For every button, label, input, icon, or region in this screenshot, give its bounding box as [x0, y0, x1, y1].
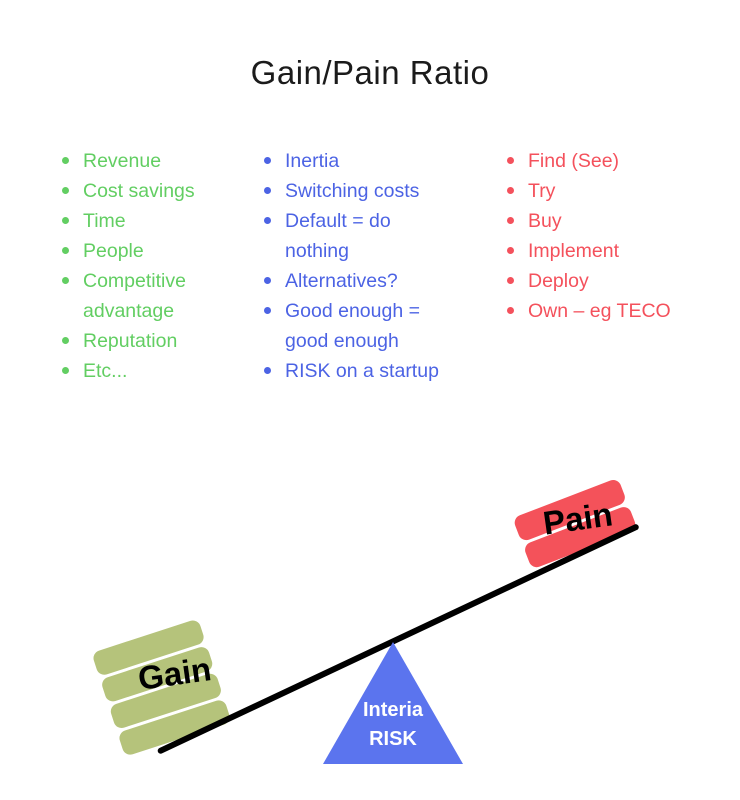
list-item: Inertia [262, 146, 457, 176]
fulcrum-label-line1: Interia [362, 699, 424, 721]
list-item: Alternatives? [262, 266, 457, 296]
list-item: Revenue [60, 146, 230, 176]
list-item: RISK on a startup [262, 356, 457, 386]
list-item: Find (See) [505, 146, 705, 176]
list-item: Cost savings [60, 176, 230, 206]
inertia-list: Inertia Switching costs Default = do not… [262, 146, 457, 386]
list-item: People [60, 236, 230, 266]
list-item: Time [60, 206, 230, 236]
gain-list: Revenue Cost savings Time People Competi… [60, 146, 230, 386]
page-title: Gain/Pain Ratio [250, 54, 490, 91]
list-item: Deploy [505, 266, 705, 296]
list-item: Try [505, 176, 705, 206]
list-item: Etc... [60, 356, 230, 386]
list-item: Reputation [60, 326, 230, 356]
list-item: Good enough = good enough [262, 296, 457, 356]
list-item: Switching costs [262, 176, 457, 206]
fulcrum-label-line2: RISK [369, 728, 417, 750]
list-item: Implement [505, 236, 705, 266]
list-item: Competitive advantage [60, 266, 230, 326]
list-item: Own – eg TECO [505, 296, 705, 326]
list-item: Buy [505, 206, 705, 236]
pain-journey-list: Find (See) Try Buy Implement Deploy Own … [505, 146, 705, 326]
list-item: Default = do nothing [262, 206, 457, 266]
